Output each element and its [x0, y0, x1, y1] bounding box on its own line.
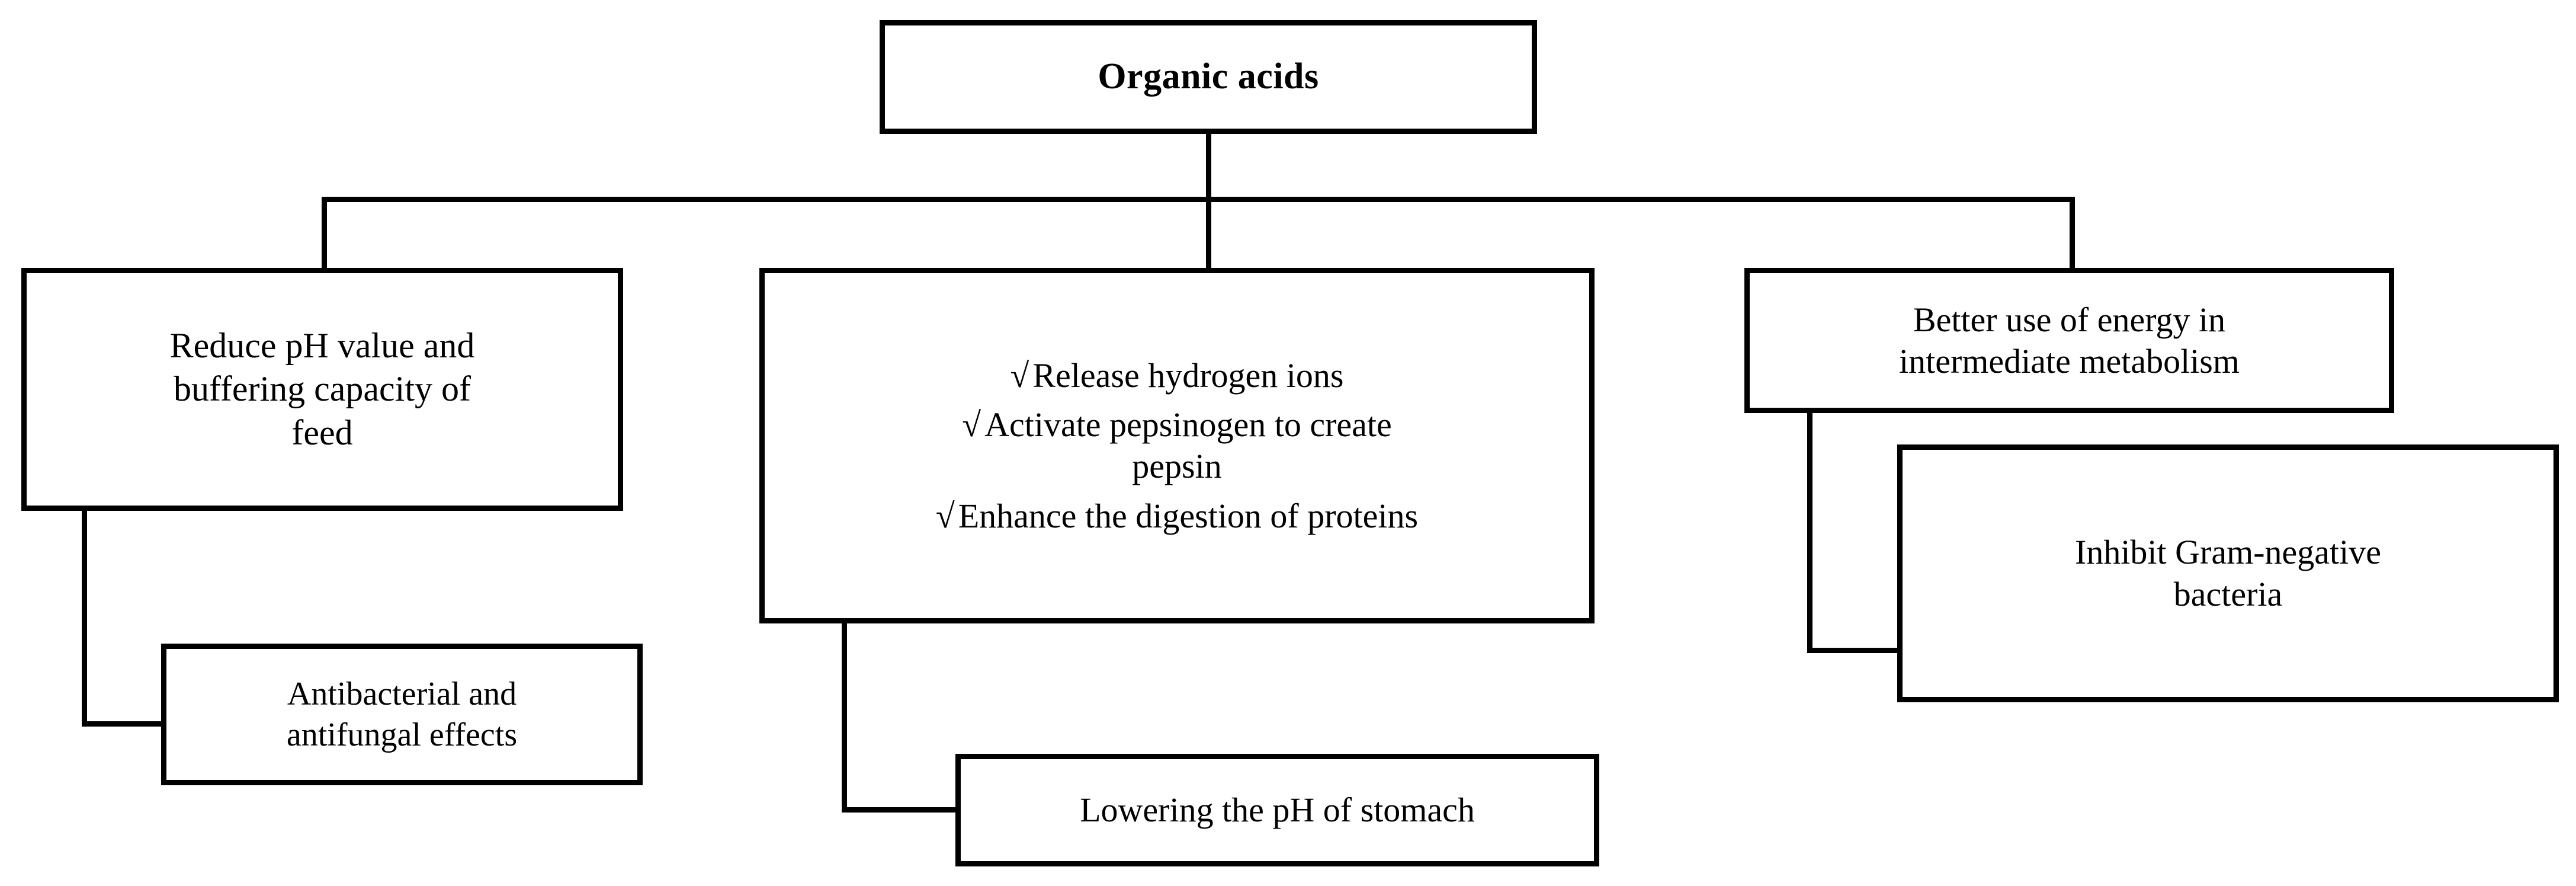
check-mark-icon: √	[935, 496, 955, 535]
connector-distribution-bar	[322, 197, 2075, 202]
connector-drop-reduce-ph	[322, 197, 327, 270]
connector-gastric-to-stomach-vertical	[842, 620, 847, 813]
connector-reduce-ph-to-antimicrobial-vertical	[82, 507, 87, 727]
connector-reduce-ph-to-antimicrobial-horizontal	[82, 721, 166, 727]
node-lowering-stomach-ph-label: Lowering the pH of stomach	[1080, 790, 1475, 829]
connector-drop-gastric	[1206, 197, 1211, 270]
check-mark-icon: √	[1010, 356, 1029, 395]
node-organic-acids-label: Organic acids	[1098, 56, 1319, 97]
node-lowering-stomach-ph[interactable]: Lowering the pH of stomach	[955, 754, 1599, 866]
check-mark-icon: √	[962, 405, 981, 444]
list-item: √Enhance the digestion of proteins	[774, 495, 1580, 537]
node-inhibit-gram-negative-bacteria[interactable]: Inhibit Gram-negative bacteria	[1897, 444, 2559, 702]
connector-drop-energy	[2070, 197, 2075, 270]
connector-energy-to-gramneg-horizontal	[1807, 648, 1902, 653]
node-reduce-ph-value-label: Reduce pH value and buffering capacity o…	[169, 326, 475, 452]
list-item-label: Activate pepsinogen to create pepsin	[984, 405, 1392, 485]
gastric-effects-list: √Release hydrogen ions √Activate pepsino…	[765, 347, 1589, 545]
list-item: √Activate pepsinogen to create pepsin	[774, 404, 1580, 487]
connector-root-stem	[1206, 134, 1211, 202]
connector-energy-to-gramneg-vertical	[1807, 410, 1812, 653]
node-gastric-effects[interactable]: √Release hydrogen ions √Activate pepsino…	[759, 268, 1595, 623]
node-better-use-of-energy-label: Better use of energy in intermediate met…	[1899, 300, 2240, 380]
list-item: √Release hydrogen ions	[774, 355, 1580, 396]
list-item-label: Release hydrogen ions	[1032, 356, 1344, 395]
node-antibacterial-antifungal[interactable]: Antibacterial and antifungal effects	[161, 644, 643, 785]
connector-gastric-to-stomach-horizontal	[842, 807, 960, 813]
node-inhibit-gram-negative-bacteria-label: Inhibit Gram-negative bacteria	[2075, 532, 2381, 613]
node-better-use-of-energy[interactable]: Better use of energy in intermediate met…	[1744, 268, 2394, 413]
node-organic-acids[interactable]: Organic acids	[880, 20, 1537, 134]
node-antibacterial-antifungal-label: Antibacterial and antifungal effects	[286, 676, 518, 753]
node-reduce-ph-value[interactable]: Reduce pH value and buffering capacity o…	[21, 268, 623, 511]
list-item-label: Enhance the digestion of proteins	[958, 496, 1419, 535]
